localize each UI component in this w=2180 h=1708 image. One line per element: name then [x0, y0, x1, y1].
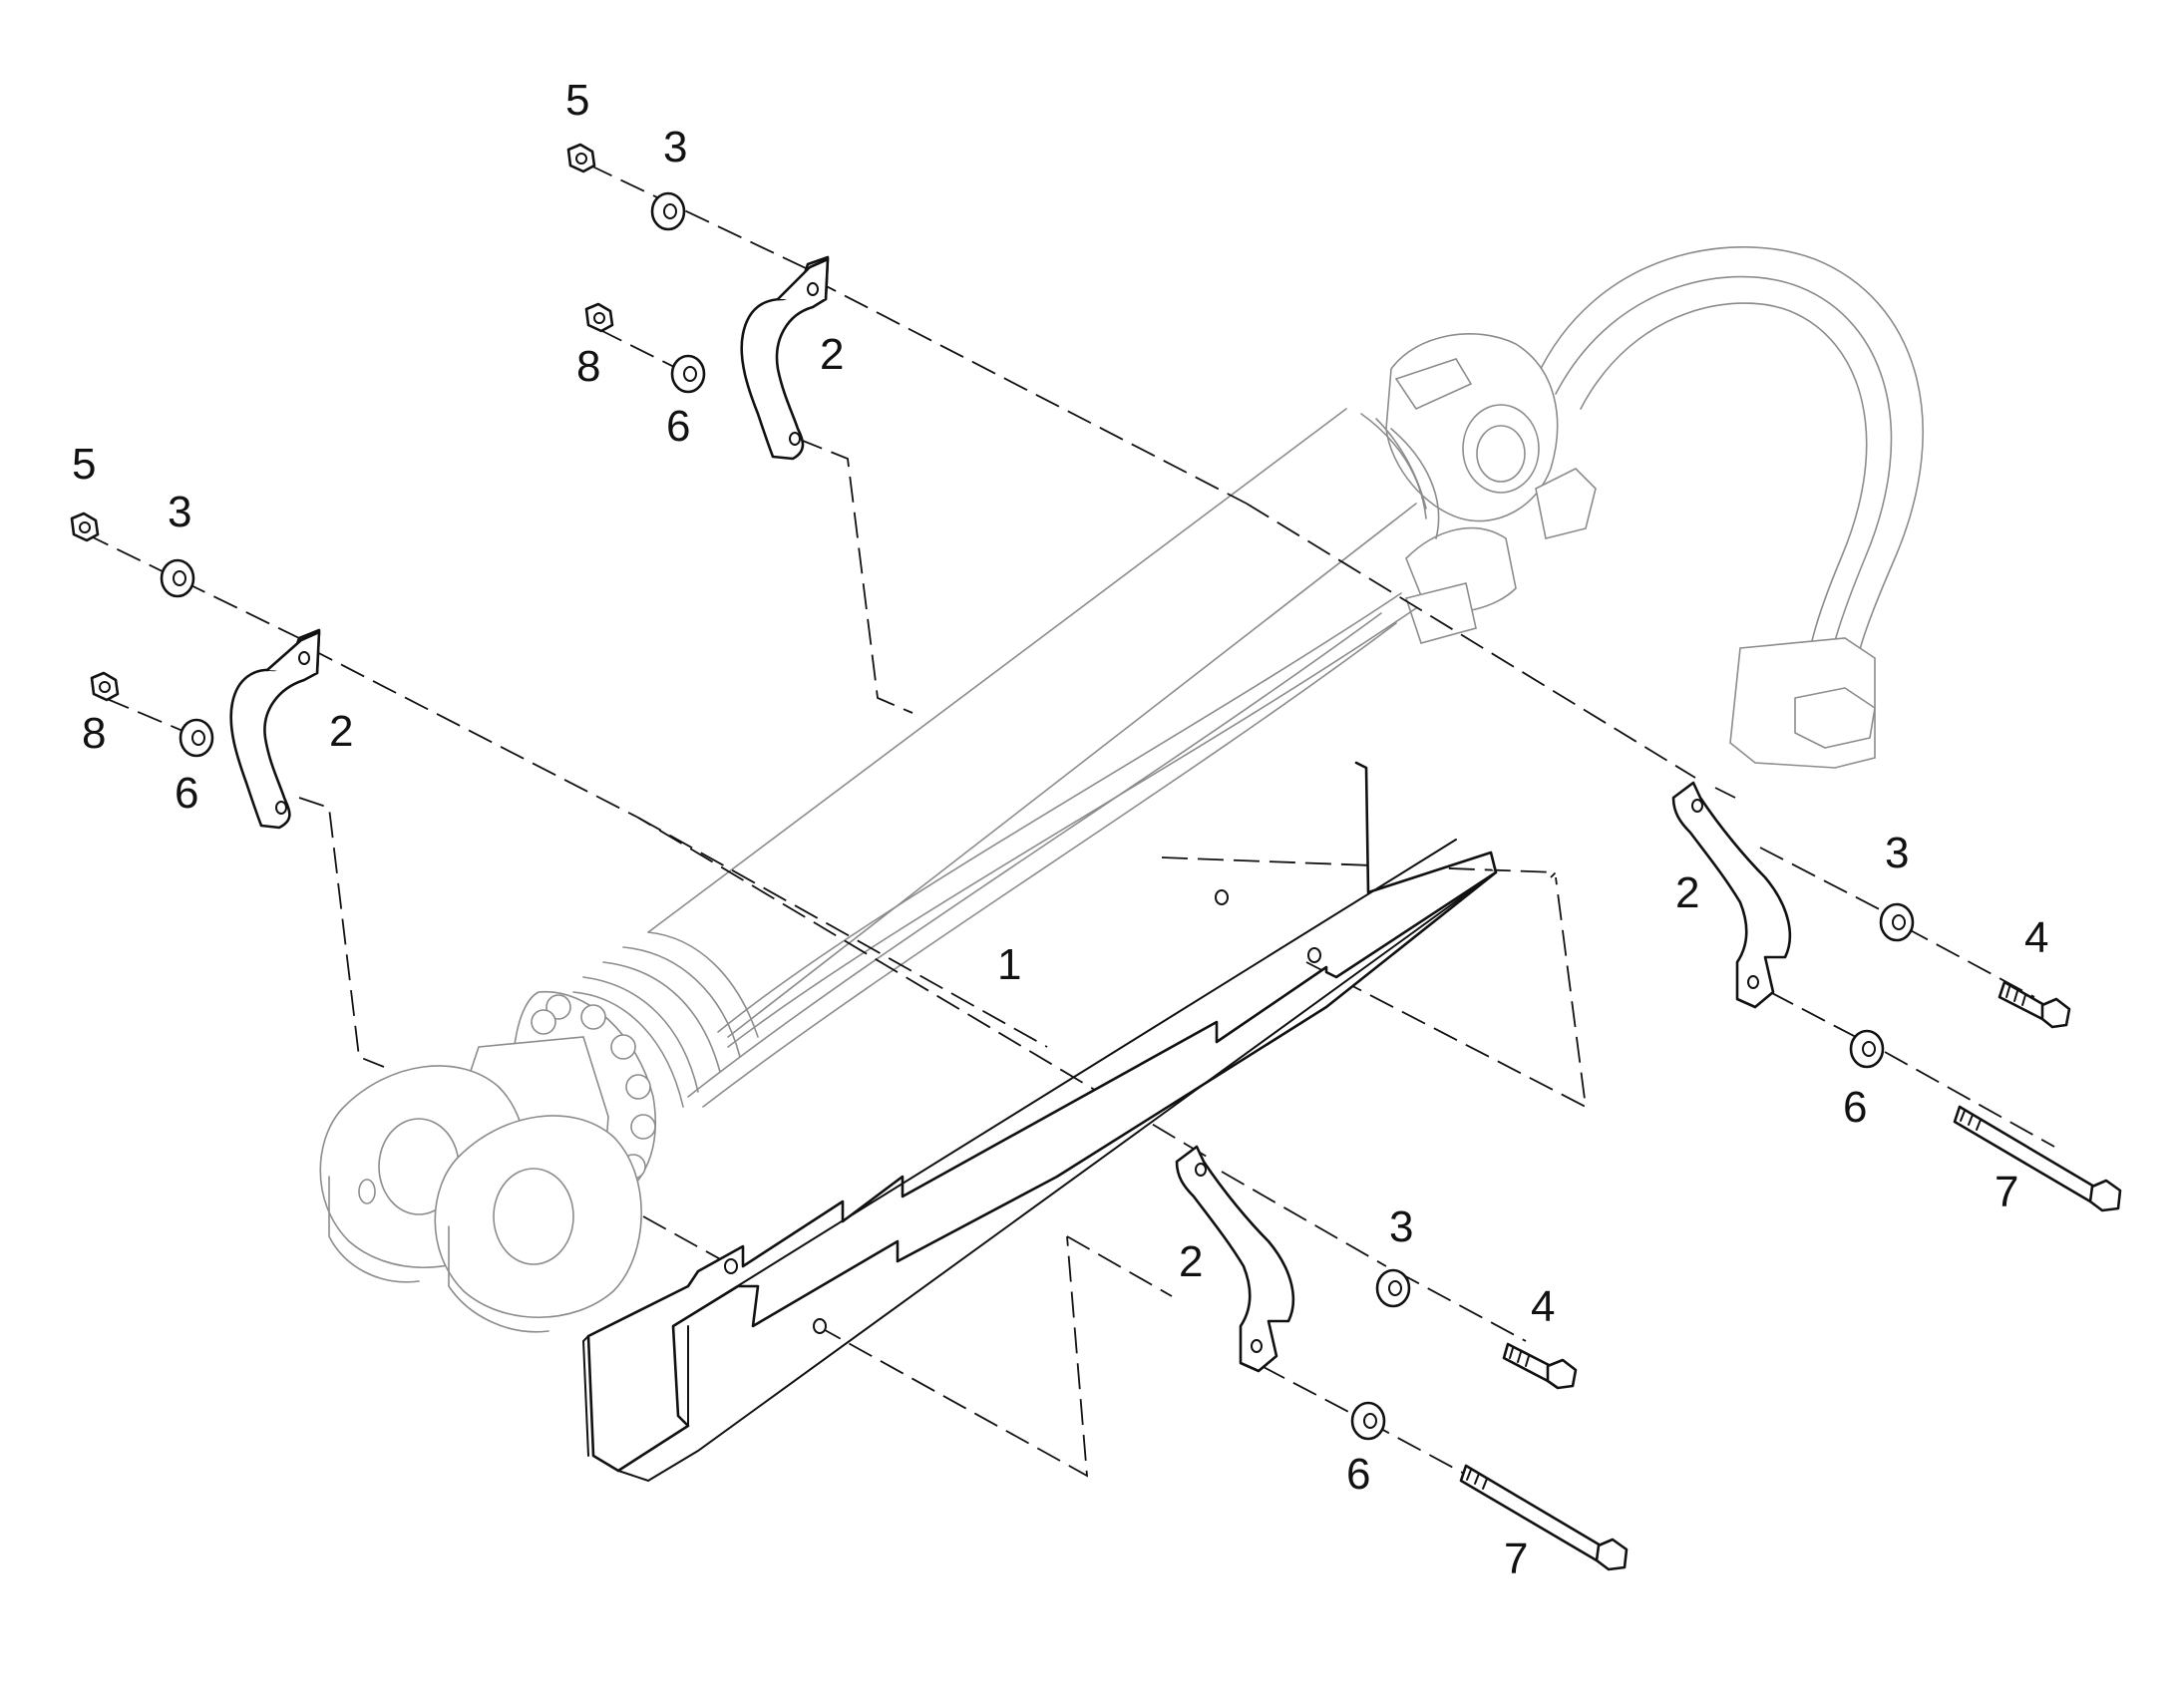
- callout-2: 2: [820, 330, 844, 379]
- callout-6: 6: [666, 402, 690, 451]
- callout-5: 5: [72, 440, 96, 489]
- hex-nut-icon: [90, 671, 120, 702]
- washer-icon: [1375, 1268, 1411, 1308]
- hex-nut-icon: [70, 512, 100, 542]
- short-bolt-icon: [1998, 980, 2071, 1029]
- callout-labels: 5 3 8 6 2 5 3 8 6 2 1 2 3 4 6 7 2 3 4 6 …: [72, 76, 2048, 1583]
- washer-icon: [650, 191, 686, 231]
- washer-icon: [1849, 1029, 1885, 1069]
- leader-lines: [84, 164, 2055, 1492]
- clamp-left: [229, 628, 321, 830]
- short-bolt-icon: [1502, 1342, 1578, 1390]
- clamp-upper: [740, 255, 830, 461]
- clamp-lower: [1175, 1145, 1295, 1373]
- hex-nut-icon: [566, 143, 596, 173]
- callout-1: 1: [997, 940, 1021, 989]
- callout-6: 6: [1843, 1083, 1867, 1132]
- hydraulic-cylinder-ghost: [319, 246, 1924, 1333]
- callout-2: 2: [1179, 1237, 1203, 1286]
- washer-icon: [670, 354, 706, 394]
- long-bolt-icon: [1953, 1105, 2122, 1212]
- washer-icon: [179, 718, 214, 758]
- flange-bolt-icons: [531, 994, 656, 1204]
- callout-3: 3: [1885, 829, 1909, 877]
- callout-2: 2: [329, 707, 353, 756]
- callout-4: 4: [2024, 913, 2048, 962]
- long-bolt-icon: [1459, 1464, 1629, 1571]
- callout-7: 7: [1995, 1168, 2018, 1216]
- callout-8: 8: [576, 342, 600, 391]
- callout-4: 4: [1531, 1282, 1555, 1331]
- callout-6: 6: [175, 769, 198, 818]
- washer-icon: [1350, 1401, 1386, 1441]
- callout-2: 2: [1675, 868, 1699, 917]
- callout-8: 8: [82, 709, 106, 758]
- hex-nut-icon: [584, 302, 614, 333]
- callout-5: 5: [565, 76, 589, 125]
- washer-icon: [1879, 902, 1915, 942]
- callout-3: 3: [1389, 1202, 1413, 1251]
- callout-6: 6: [1346, 1450, 1370, 1499]
- guard-plate: [581, 761, 1498, 1483]
- callout-3: 3: [663, 123, 687, 171]
- callout-7: 7: [1504, 1535, 1528, 1583]
- washer-icon: [160, 558, 195, 598]
- callout-3: 3: [168, 488, 191, 536]
- clamp-right: [1671, 781, 1792, 1009]
